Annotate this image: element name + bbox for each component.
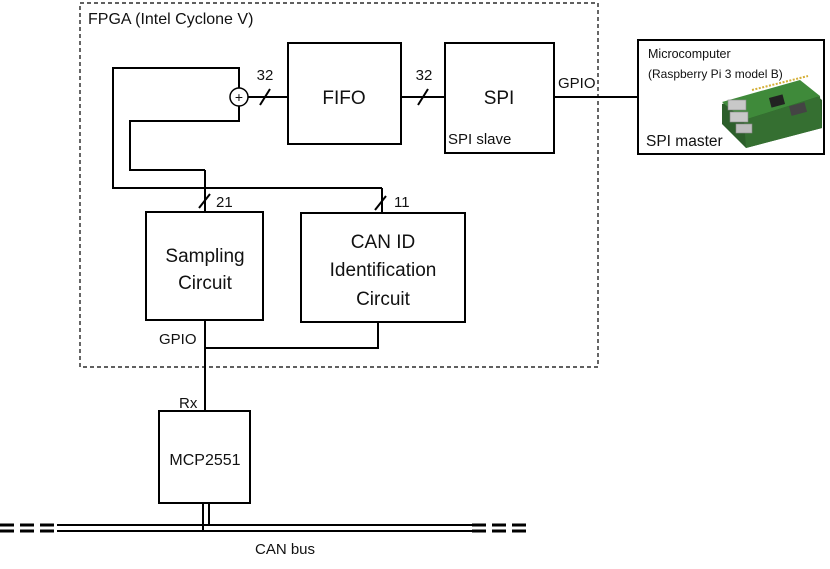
inner-feedback-wire	[129, 106, 240, 171]
fpga-boundary	[79, 2, 599, 368]
bus-slash-sampling	[198, 193, 211, 209]
sampling-line1: Sampling	[165, 246, 244, 267]
can-bus-label: CAN bus	[255, 541, 315, 558]
bus-slash-fifo-spi	[417, 88, 429, 106]
bus-width-fifo-spi: 32	[416, 67, 433, 84]
mcp-rx-port-label: Rx	[179, 395, 198, 412]
canid-line2: Identification	[330, 260, 437, 281]
outer-feedback-wire	[112, 67, 382, 189]
adder: +	[229, 87, 249, 107]
spi-block	[444, 42, 555, 154]
fpga-title: FPGA (Intel Cyclone V)	[88, 11, 253, 28]
sampling-gpio-port-label: GPIO	[159, 331, 197, 348]
canid-circuit-block	[300, 212, 466, 323]
fifo-block	[287, 42, 402, 145]
fifo-label: FIFO	[322, 88, 365, 109]
microcomputer-title: Microcomputer	[648, 47, 731, 61]
mcp2551-label: MCP2551	[169, 452, 240, 469]
bus-slash-canid	[374, 195, 387, 211]
adder-plus-icon: +	[235, 89, 243, 105]
canid-tap-wire	[205, 322, 379, 349]
canid-line3: Circuit	[356, 289, 411, 310]
sampling-circuit-block	[145, 211, 264, 321]
can-bus	[0, 523, 532, 533]
sampling-line2: Circuit	[178, 273, 233, 294]
bus-width-canid: 11	[394, 194, 410, 211]
bus-width-sampling: 21	[216, 194, 233, 211]
bus-slash-adder-fifo	[259, 88, 271, 106]
spi-master-label: SPI master	[646, 133, 723, 150]
mcp2551-block	[158, 410, 251, 504]
bus-width-adder-fifo: 32	[257, 67, 274, 84]
spi-label: SPI	[484, 88, 515, 109]
canid-line1: CAN ID	[351, 232, 415, 253]
spi-slave-label: SPI slave	[448, 131, 511, 148]
raspberry-pi-board-icon	[722, 75, 822, 148]
microcomputer-model: (Raspberry Pi 3 model B)	[648, 67, 783, 81]
spi-gpio-port-label: GPIO	[558, 75, 596, 92]
